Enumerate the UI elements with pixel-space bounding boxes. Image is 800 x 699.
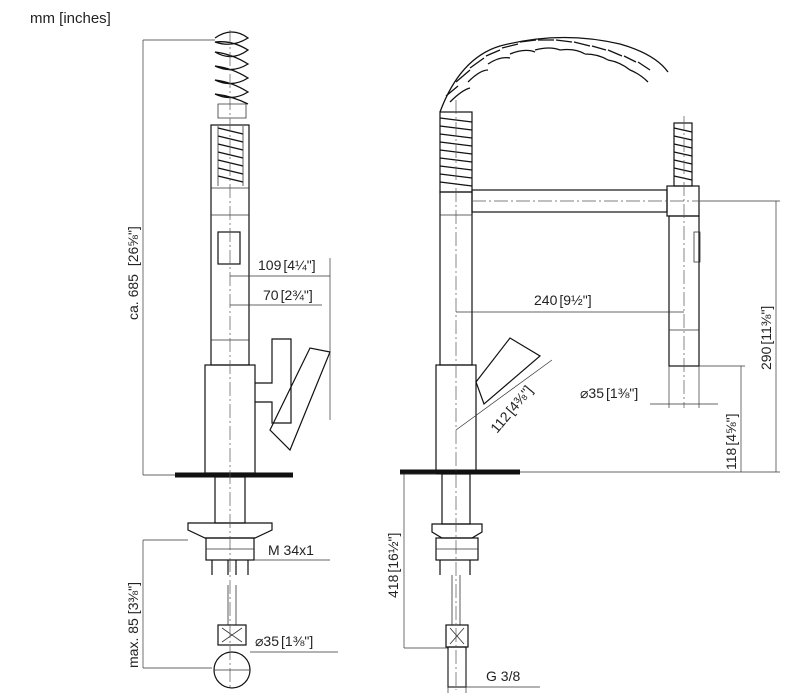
front-view: ca. 685 [26⅝"] 109[4¼"] 70[2¾"] M 34x1 m…	[125, 30, 338, 690]
overall-height-in: 26⅝"	[125, 230, 141, 262]
reach-70-in: 2¾"	[284, 287, 308, 303]
lever-handle	[269, 347, 331, 452]
hose-dia-left-in: 1⅜"	[285, 633, 309, 649]
hose-dia-left-mm: ⌀35	[255, 633, 279, 649]
below-counter-mm: max. 85	[125, 618, 141, 668]
connection-label: G 3/8	[486, 668, 520, 684]
svg-text:418[16½"]: 418[16½"]	[385, 533, 401, 598]
arched-coil-spring	[439, 36, 669, 113]
spray-coil	[673, 122, 693, 187]
svg-text:112[4⅜"]: 112[4⅜"]	[487, 382, 536, 436]
arm-reach-mm: 240	[534, 292, 558, 308]
svg-text:290[11⅜"]: 290[11⅜"]	[758, 306, 774, 370]
supply-hoses	[211, 560, 251, 689]
svg-text:⌀35[1⅜"]: ⌀35[1⅜"]	[255, 633, 313, 649]
arm-height-in: 11⅜"	[758, 310, 774, 341]
spray-button	[217, 231, 241, 265]
units-label: mm [inches]	[30, 10, 111, 27]
side-supply-hoses	[439, 560, 471, 688]
top-coil-spring	[214, 31, 250, 119]
svg-text:⌀35[1⅜"]: ⌀35[1⅜"]	[580, 385, 638, 401]
hose-length-in: 16½"	[385, 537, 401, 569]
svg-text:118[4⅝"]: 118[4⅝"]	[723, 413, 739, 470]
svg-text:70[2¾"]: 70[2¾"]	[263, 287, 313, 303]
spray-bottom-mm: 118	[723, 447, 739, 470]
thread-label: M 34x1	[268, 542, 314, 558]
lever-base	[255, 338, 292, 424]
arm-reach-in: 9½"	[563, 292, 587, 308]
arm-height-mm: 290	[758, 346, 774, 370]
svg-text:ca. 685 [26⅝"]: ca. 685 [26⅝"]	[125, 226, 141, 320]
spray-dia-in: 1⅜"	[610, 385, 634, 401]
svg-text:max. 85[3⅜"]: max. 85[3⅜"]	[125, 582, 141, 668]
side-mounting-plate	[431, 523, 483, 539]
mounting-plate	[187, 522, 273, 539]
reach-109-mm: 109	[258, 257, 282, 273]
svg-text:240[9½"]: 240[9½"]	[534, 292, 592, 308]
spray-dia-mm: ⌀35	[580, 385, 604, 401]
below-counter-in: 3⅜"	[125, 586, 141, 610]
hose-length-mm: 418	[385, 574, 401, 598]
reach-109-in: 4¼"	[287, 257, 311, 273]
overall-height-mm: ca. 685	[125, 274, 141, 320]
reach-70-mm: 70	[263, 287, 279, 303]
spray-bottom-in: 4⅝"	[723, 417, 739, 441]
svg-text:109[4¼"]: 109[4¼"]	[258, 257, 316, 273]
side-view: 240[9½"] ⌀35[1⅜"] 290[11⅜"] 118[4⅝"] 112…	[385, 36, 780, 693]
spray-head-button	[693, 231, 701, 263]
side-lever	[475, 337, 542, 406]
